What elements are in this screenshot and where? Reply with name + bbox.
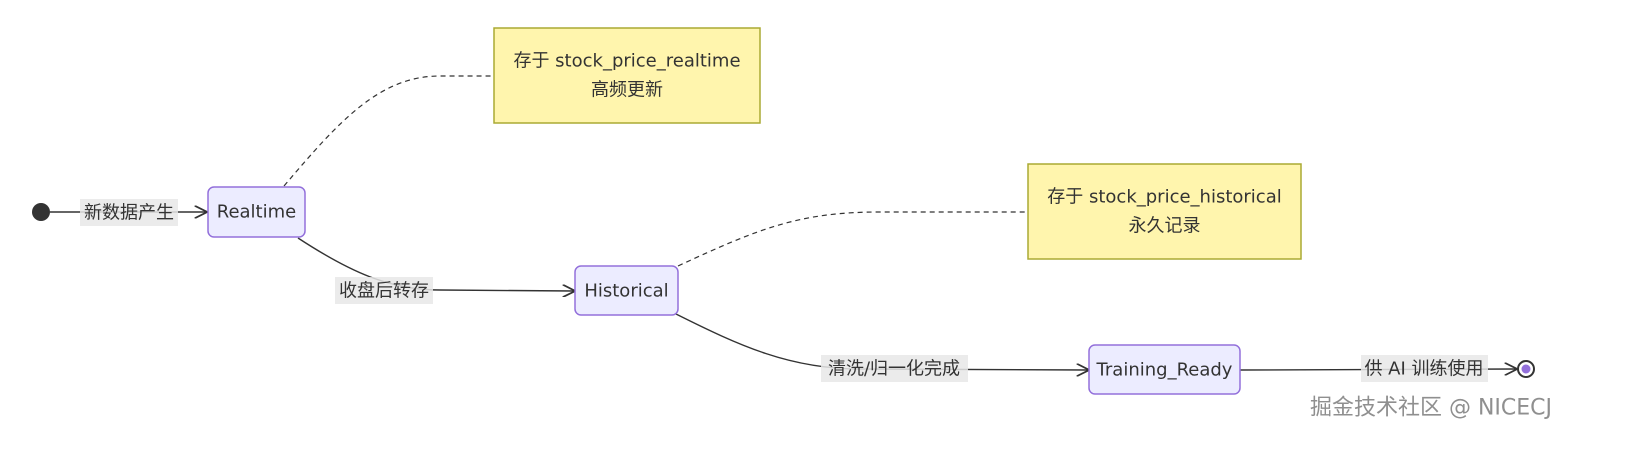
- state-historical-label: Historical: [584, 281, 668, 302]
- edge-label-for-ai-training-text: 供 AI 训练使用: [1364, 359, 1483, 380]
- edge-label-new-data: 新数据产生: [80, 199, 178, 226]
- edge-label-clean-normalize: 清洗/归一化完成: [821, 355, 968, 382]
- start-node: [32, 203, 50, 221]
- state-training-ready-label: Training_Ready: [1096, 360, 1233, 381]
- end-node: [1517, 360, 1535, 378]
- note-historical-line1: 存于 stock_price_historical: [1047, 187, 1281, 208]
- edge-label-clean-normalize-text: 清洗/归一化完成: [828, 359, 960, 380]
- note-link-realtime: [283, 75, 492, 187]
- note-realtime: 存于 stock_price_realtime 高频更新: [493, 27, 761, 124]
- note-link-historical: [677, 211, 1026, 267]
- state-realtime-label: Realtime: [217, 202, 296, 223]
- edge-label-after-close-text: 收盘后转存: [339, 281, 429, 302]
- edge-label-for-ai-training: 供 AI 训练使用: [1361, 355, 1488, 382]
- edge-label-after-close: 收盘后转存: [335, 277, 433, 304]
- note-historical: 存于 stock_price_historical 永久记录: [1027, 163, 1302, 260]
- note-realtime-line1: 存于 stock_price_realtime: [513, 51, 740, 72]
- note-historical-line2: 永久记录: [1129, 216, 1201, 237]
- state-realtime: Realtime: [207, 186, 306, 238]
- state-historical: Historical: [574, 265, 679, 316]
- watermark: 掘金技术社区 @ NICECJ: [1310, 396, 1552, 421]
- state-training-ready: Training_Ready: [1088, 344, 1241, 395]
- edge-label-new-data-text: 新数据产生: [84, 203, 174, 224]
- note-realtime-line2: 高频更新: [591, 80, 663, 101]
